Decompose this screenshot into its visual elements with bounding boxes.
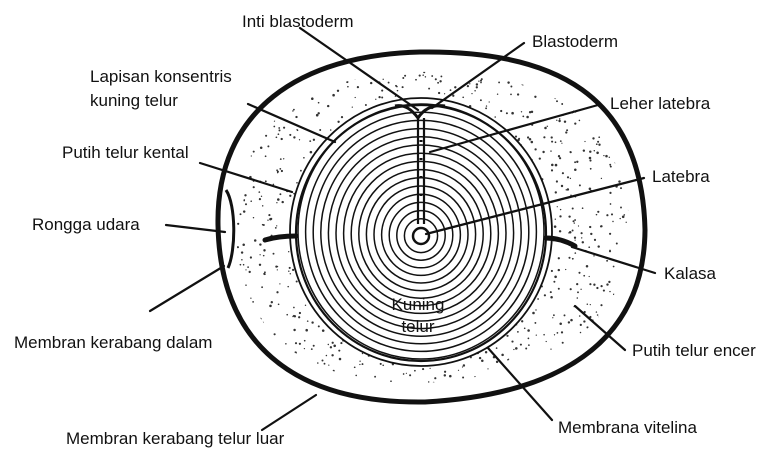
label-inti-blastoderm: Inti blastoderm bbox=[242, 12, 354, 31]
label-putih-telur-encer: Putih telur encer bbox=[632, 341, 756, 360]
label-membran-kerabang-luar: Membran kerabang telur luar bbox=[66, 429, 285, 448]
label-lapisan-konsentris-1: Lapisan konsentris bbox=[90, 67, 232, 86]
label-lapisan-konsentris-2: kuning telur bbox=[90, 91, 178, 110]
label-kalasa: Kalasa bbox=[664, 264, 717, 283]
label-leher-latebra: Leher latebra bbox=[610, 94, 711, 113]
latebra bbox=[413, 228, 429, 244]
label-kuning-telur-1: Kuning bbox=[392, 295, 445, 314]
label-membran-kerabang-dalam: Membran kerabang dalam bbox=[14, 333, 212, 352]
label-kuning-telur-2: telur bbox=[401, 317, 434, 336]
leader-membran-dalam bbox=[150, 266, 224, 311]
label-rongga-udara: Rongga udara bbox=[32, 215, 140, 234]
label-putih-telur-kental: Putih telur kental bbox=[62, 143, 189, 162]
label-blastoderm: Blastoderm bbox=[532, 32, 618, 51]
leader-membran-luar bbox=[262, 395, 316, 430]
label-membrana-vitelina: Membrana vitelina bbox=[558, 418, 697, 437]
label-latebra: Latebra bbox=[652, 167, 710, 186]
